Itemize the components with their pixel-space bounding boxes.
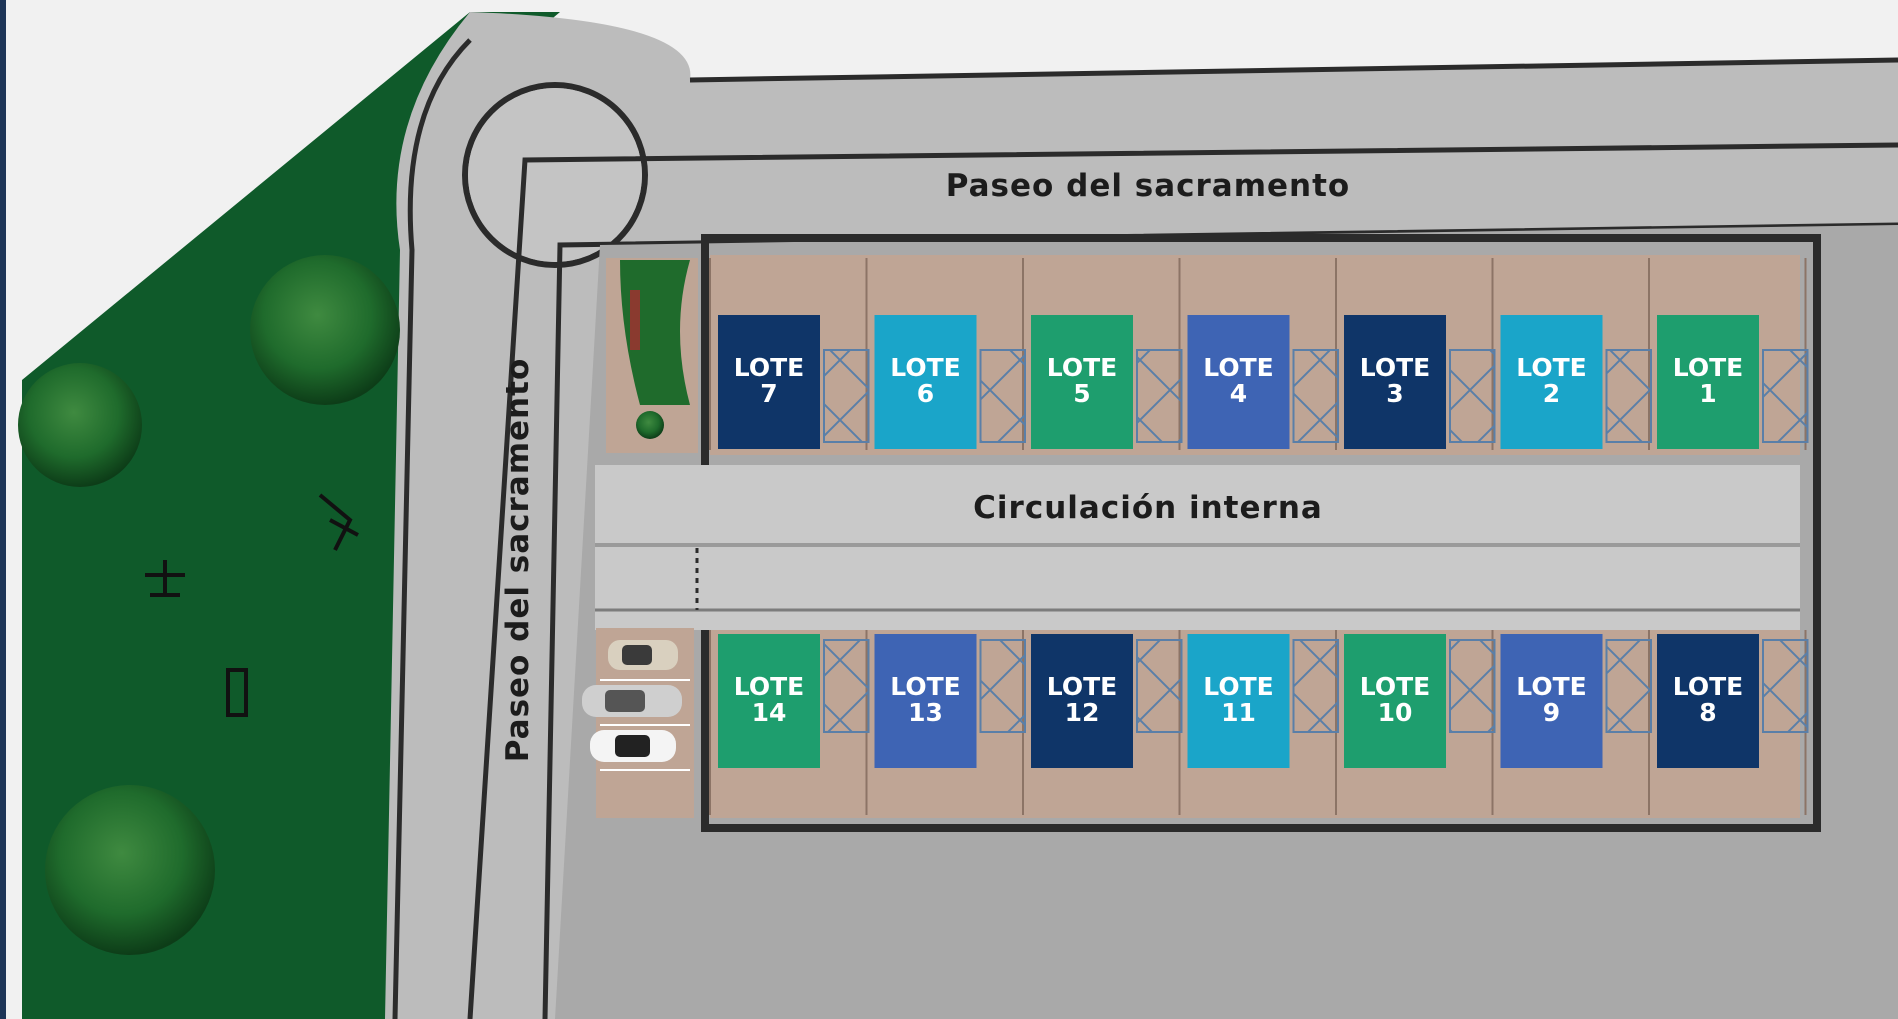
road-edge-top (689, 57, 1898, 83)
lot-label: LOTE (1516, 353, 1586, 382)
garage-hatch (1605, 639, 1652, 733)
exercise-equipment-icon (318, 493, 359, 551)
lot-number: 7 (760, 379, 777, 408)
lot-building (1344, 315, 1446, 449)
garage-hatch (1292, 349, 1339, 443)
lot-label: LOTE (890, 353, 960, 382)
garage-hatch (823, 349, 870, 443)
lot-building (718, 634, 820, 768)
garage-hatch (1605, 349, 1652, 443)
garage-hatch (979, 349, 1026, 443)
lot-number: 11 (1221, 698, 1256, 727)
street-label-top: Paseo del sacramento (946, 168, 1350, 204)
lot-label: LOTE (1360, 353, 1430, 382)
lot-building (1657, 315, 1759, 449)
lot-label: LOTE (1203, 353, 1273, 382)
garage-hatch (1449, 639, 1496, 733)
lot-building (718, 315, 820, 449)
garage-hatch (1449, 349, 1496, 443)
entrance-shrub (636, 411, 664, 439)
lot-label: LOTE (1047, 672, 1117, 701)
lot-number: 6 (917, 379, 934, 408)
lot-number: 13 (908, 698, 943, 727)
tree (250, 255, 400, 405)
car (590, 730, 676, 762)
garage-hatch (1292, 639, 1339, 733)
lot-number: 2 (1543, 379, 1560, 408)
lot-number: 14 (752, 698, 787, 727)
lot-number: 10 (1378, 698, 1413, 727)
lot-building (1031, 634, 1133, 768)
lot-building (874, 634, 977, 768)
culdesac-ring (462, 82, 648, 268)
street-label-side: Paseo del sacramento (500, 358, 536, 762)
lot-number: 8 (1699, 698, 1716, 727)
park-area (22, 12, 560, 1019)
lot-label: LOTE (1203, 672, 1273, 701)
garage-hatch (1136, 639, 1183, 733)
garage-hatch (823, 639, 870, 733)
internal-road (595, 465, 1800, 630)
lot-label: LOTE (734, 672, 804, 701)
tree (18, 363, 142, 487)
lot-building (1500, 634, 1603, 768)
lot-building (1500, 315, 1603, 449)
lot-number: 4 (1230, 379, 1247, 408)
lot-number: 3 (1386, 379, 1403, 408)
road-inner-edge (467, 142, 1898, 1019)
lot-number: 12 (1065, 698, 1100, 727)
lot-label: LOTE (1360, 672, 1430, 701)
lot-number: 9 (1543, 698, 1560, 727)
bench-icon (226, 668, 248, 717)
car (582, 685, 682, 717)
lot-label: LOTE (1516, 672, 1586, 701)
street-label-internal: Circulación interna (973, 490, 1323, 526)
lot-building (1187, 315, 1290, 449)
lot-building (1657, 634, 1759, 768)
block-outer-edge (542, 222, 1898, 1019)
road-edge-left (392, 38, 472, 1019)
lot-label: LOTE (1047, 353, 1117, 382)
lot-number: 1 (1699, 379, 1716, 408)
garage-hatch (1136, 349, 1183, 443)
lot-building (1031, 315, 1133, 449)
lot-building (874, 315, 977, 449)
lot-label: LOTE (890, 672, 960, 701)
lot-label: LOTE (1673, 672, 1743, 701)
garage-hatch (979, 639, 1026, 733)
garage-hatch (1762, 639, 1809, 733)
garage-hatch (1762, 349, 1809, 443)
frame-edge (0, 0, 6, 1019)
car (608, 640, 678, 670)
culdesac-center (468, 88, 642, 262)
lot-label: LOTE (734, 353, 804, 382)
entrance-sign (630, 290, 640, 350)
lot-label: LOTE (1673, 353, 1743, 382)
exercise-equipment-icon (145, 560, 185, 597)
lot-number: 5 (1073, 379, 1090, 408)
tree (45, 785, 215, 955)
lot-building (1187, 634, 1290, 768)
lot-building (1344, 634, 1446, 768)
